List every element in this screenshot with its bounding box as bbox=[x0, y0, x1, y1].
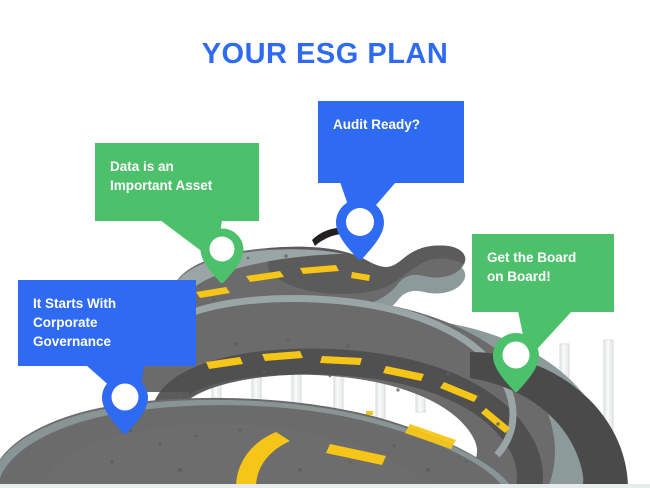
callout-audit-ready[interactable]: Audit Ready? bbox=[318, 101, 464, 183]
map-pin-icon-data-asset[interactable] bbox=[198, 226, 246, 284]
middle-deck-speckles bbox=[234, 338, 500, 426]
ground-line bbox=[0, 484, 650, 488]
callout-get-the-board[interactable]: Get the Board on Board! bbox=[472, 234, 614, 312]
upper-deck-shading bbox=[268, 245, 466, 294]
right-bend-dark-edge bbox=[470, 352, 628, 488]
lower-deck-lane-markings bbox=[236, 424, 456, 488]
lower-deck-shading bbox=[40, 423, 432, 488]
lower-deck-speckles bbox=[110, 427, 468, 472]
page-title: YOUR ESG PLAN bbox=[201, 38, 449, 70]
map-pin-icon-get-the-board[interactable] bbox=[490, 330, 542, 394]
middle-deck-lane-markings bbox=[206, 351, 510, 433]
map-pin-icon-audit-ready[interactable] bbox=[333, 196, 387, 262]
map-pin-icon-corporate-governance[interactable] bbox=[99, 372, 151, 436]
callout-data-asset[interactable]: Data is an Important Asset bbox=[95, 143, 259, 221]
callout-corporate-governance[interactable]: It Starts With Corporate Governance bbox=[18, 280, 196, 366]
lower-deck-edge-highlight bbox=[0, 399, 512, 488]
